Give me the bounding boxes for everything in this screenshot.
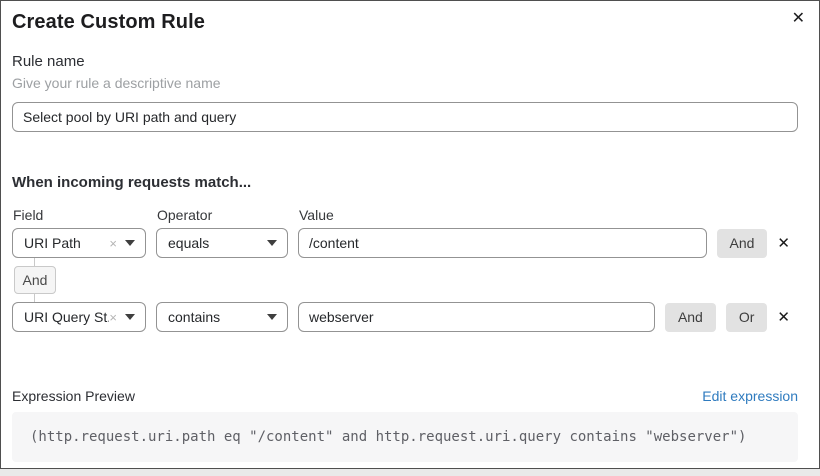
rule-name-input[interactable] — [12, 102, 798, 132]
operator-select-value: contains — [168, 309, 221, 325]
connector-line — [34, 294, 35, 302]
edit-expression-link[interactable]: Edit expression — [702, 388, 798, 404]
operator-select[interactable]: contains — [156, 302, 288, 332]
expression-preview-header: Expression Preview Edit expression — [12, 388, 798, 404]
and-connector-badge[interactable]: And — [14, 266, 56, 294]
match-heading: When incoming requests match... — [12, 174, 252, 191]
operator-select-value: equals — [168, 235, 210, 251]
expression-code: (http.request.uri.path eq "/content" and… — [30, 429, 747, 445]
add-and-condition-button[interactable]: And — [664, 302, 716, 332]
condition-row-2: URI Query St... × contains And Or ✕ — [12, 302, 798, 332]
expression-code-block: (http.request.uri.path eq "/content" and… — [12, 412, 798, 462]
field-select[interactable]: URI Path × — [12, 228, 146, 258]
delete-condition-icon[interactable]: ✕ — [777, 308, 790, 326]
condition-column-labels: Field Operator Value — [12, 207, 798, 223]
operator-select[interactable]: equals — [156, 228, 288, 258]
close-icon[interactable]: ✕ — [791, 10, 805, 27]
chevron-down-icon — [125, 314, 135, 320]
rule-name-helper: Give your rule a descriptive name — [12, 75, 221, 91]
condition-row-1: URI Path × equals And ✕ — [12, 228, 798, 258]
rule-name-label: Rule name — [12, 53, 85, 70]
field-column-label: Field — [13, 207, 44, 223]
connector-line — [34, 258, 35, 266]
field-select-value: URI Query St... — [24, 309, 109, 325]
add-and-condition-button[interactable]: And — [716, 228, 768, 258]
field-select-value: URI Path — [24, 235, 81, 251]
clear-field-icon[interactable]: × — [109, 309, 117, 325]
operator-column-label: Operator — [157, 207, 213, 223]
expression-preview-label: Expression Preview — [12, 388, 135, 404]
add-or-condition-button[interactable]: Or — [725, 302, 768, 332]
value-input[interactable] — [298, 228, 707, 258]
chevron-down-icon — [125, 240, 135, 246]
chevron-down-icon — [267, 240, 277, 246]
condition-connector: And — [12, 258, 798, 302]
chevron-down-icon — [267, 314, 277, 320]
value-column-label: Value — [299, 207, 334, 223]
clear-field-icon[interactable]: × — [109, 235, 117, 251]
value-input[interactable] — [298, 302, 655, 332]
field-select[interactable]: URI Query St... × — [12, 302, 146, 332]
delete-condition-icon[interactable]: ✕ — [777, 234, 790, 252]
dialog-title: Create Custom Rule — [12, 11, 205, 33]
